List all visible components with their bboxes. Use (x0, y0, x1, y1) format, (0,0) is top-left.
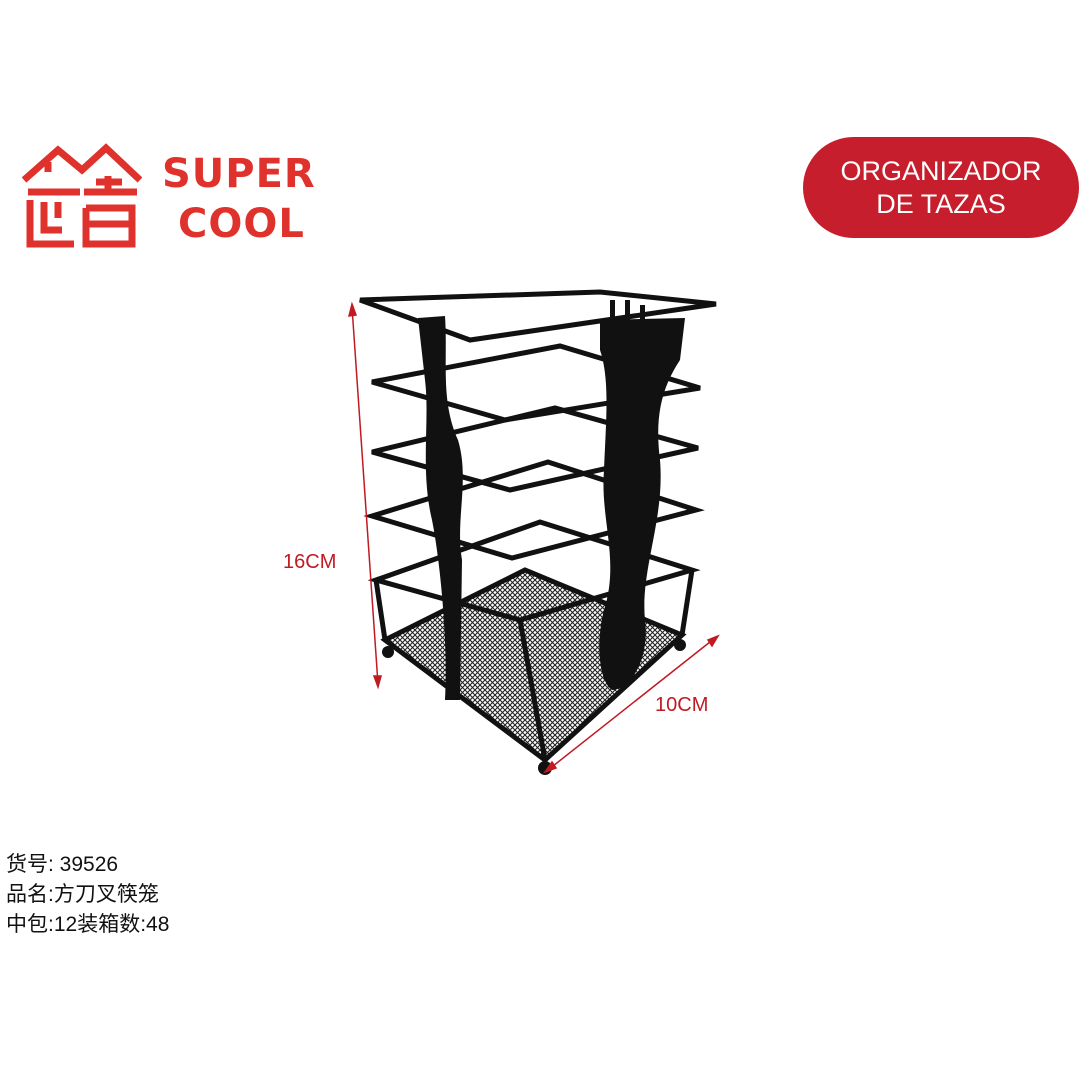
width-dimension-label: 10CM (655, 694, 709, 716)
category-badge: ORGANIZADOR DE TAZAS (803, 137, 1079, 238)
brand-logo: SUPER COOL (22, 140, 315, 250)
rack-side-panels (418, 300, 685, 700)
badge-line-1: ORGANIZADOR (840, 155, 1042, 186)
house-logo-icon (22, 143, 142, 248)
product-name: 品名:方刀叉筷笼 (6, 883, 159, 906)
rack-wire-rings (359, 289, 717, 761)
item-number: 货号: 39526 (6, 853, 119, 876)
product-info: 货号: 39526 品名:方刀叉筷笼 中包:12装箱数:48 (6, 850, 169, 940)
badge-line-2: DE TAZAS (876, 188, 1006, 219)
dimension-lines (348, 301, 720, 774)
logo-text-super: SUPER (162, 151, 316, 197)
height-dimension-label: 16CM (283, 551, 337, 573)
logo-text-cool: COOL (178, 201, 305, 247)
packing-info: 中包:12装箱数:48 (6, 913, 170, 936)
